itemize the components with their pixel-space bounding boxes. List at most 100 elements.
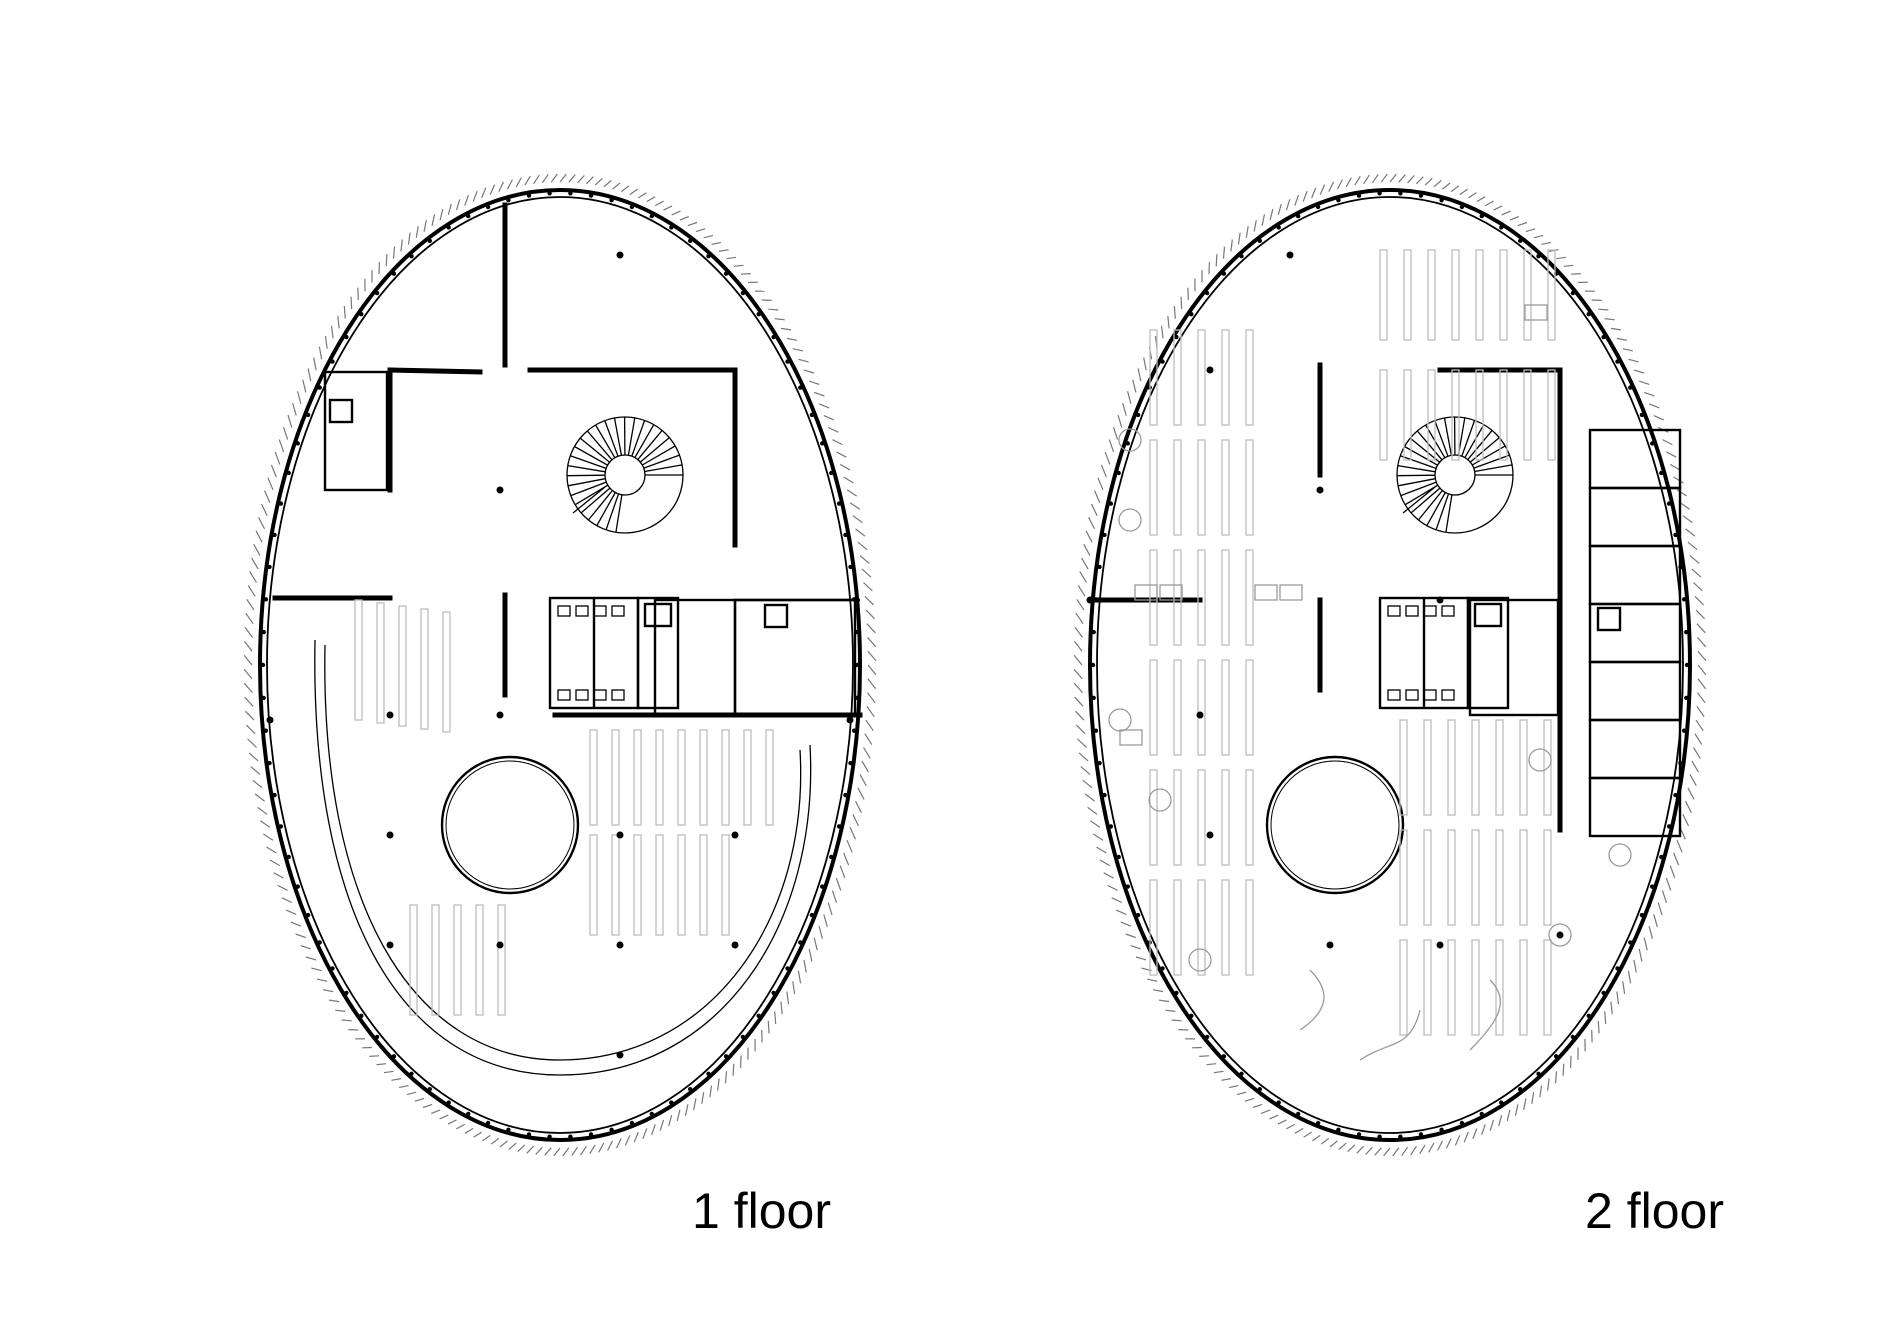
- hatch-mark: [1648, 925, 1653, 939]
- fixture: [1405, 689, 1419, 701]
- fixture: [1441, 689, 1455, 701]
- hatch-mark: [300, 945, 311, 950]
- hatch-mark: [1428, 1142, 1435, 1153]
- hatch-mark: [1237, 232, 1241, 245]
- hatch-mark: [1074, 696, 1084, 707]
- floor-1-label: 1 floor: [692, 1183, 831, 1239]
- mullion: [1102, 532, 1107, 538]
- hatch-mark: [270, 464, 277, 478]
- bookshelf: [1221, 329, 1230, 426]
- hatch-mark: [862, 747, 871, 759]
- hatch-mark: [1463, 1131, 1469, 1143]
- hatch-mark: [1442, 182, 1451, 190]
- hatch-mark: [1689, 555, 1700, 564]
- mullion: [756, 1013, 761, 1018]
- bookshelf: [1197, 659, 1206, 756]
- bookshelf: [497, 904, 506, 1016]
- bookshelf: [655, 834, 664, 936]
- structural-columns: [266, 251, 854, 1059]
- column: [386, 831, 394, 839]
- hatch-mark: [1338, 1142, 1347, 1150]
- hatch-mark: [1365, 1146, 1373, 1155]
- hatch-mark: [1094, 490, 1101, 503]
- hatch-mark: [259, 820, 271, 828]
- mullion: [723, 1054, 729, 1059]
- hatch-mark: [1294, 194, 1299, 206]
- mullion: [1659, 470, 1664, 476]
- bookshelf: [420, 608, 429, 730]
- column: [616, 251, 624, 259]
- hatch-mark: [1088, 517, 1096, 530]
- mullion: [771, 990, 776, 996]
- hatch-mark: [620, 185, 630, 193]
- hatch-mark: [861, 760, 869, 773]
- office: [1588, 486, 1682, 548]
- hatch-mark: [732, 1063, 735, 1076]
- inner-wall: [1096, 196, 1684, 1134]
- hatch-mark: [1078, 752, 1089, 762]
- hatch-mark: [383, 1070, 394, 1074]
- hatch-mark: [490, 1137, 500, 1145]
- mullion: [295, 441, 300, 446]
- column: [846, 716, 854, 724]
- bookshelf: [1197, 549, 1206, 646]
- hatch-mark: [250, 766, 261, 775]
- hatch-mark: [1604, 318, 1615, 321]
- mullion: [391, 271, 397, 276]
- hatch-mark: [668, 1114, 673, 1127]
- mullion: [305, 912, 311, 918]
- hatch-mark: [1679, 502, 1691, 510]
- mullion: [1125, 441, 1131, 446]
- bookshelf: [1447, 829, 1456, 926]
- hatch-mark: [1554, 1071, 1558, 1084]
- hatch-mark: [415, 226, 419, 238]
- lift: [763, 603, 789, 629]
- hatch-mark: [285, 909, 297, 915]
- mullion: [263, 597, 269, 602]
- table: [1188, 948, 1212, 972]
- floor-2-label: 2 floor: [1585, 1183, 1724, 1239]
- hatch-mark: [624, 1135, 631, 1146]
- stair-landing: [572, 486, 606, 514]
- bookshelf: [1547, 249, 1556, 341]
- bookshelf: [1423, 939, 1432, 1036]
- bookshelf: [1379, 369, 1388, 461]
- mullion: [798, 385, 803, 390]
- mullion: [848, 564, 853, 570]
- column: [1556, 931, 1564, 939]
- hatch-mark: [1115, 909, 1127, 915]
- bookshelf: [1399, 939, 1408, 1036]
- mullion: [1518, 238, 1523, 243]
- hatch-mark: [808, 948, 813, 962]
- hatch-mark: [792, 981, 796, 994]
- hatch-mark: [1158, 999, 1170, 1003]
- hatch-mark: [1329, 1140, 1338, 1148]
- hatch-mark: [1371, 173, 1379, 184]
- hatch-mark: [1244, 1097, 1255, 1102]
- hatch-mark: [244, 696, 254, 707]
- bookshelf: [1451, 369, 1460, 461]
- mullion: [568, 1134, 573, 1139]
- hatch-mark: [1556, 256, 1567, 260]
- mullion: [771, 334, 776, 340]
- mullion: [506, 1127, 511, 1133]
- hatch-mark: [316, 978, 328, 982]
- hatch-mark: [852, 515, 863, 524]
- hatch-mark: [867, 692, 876, 704]
- hatch-mark: [1206, 1063, 1217, 1066]
- hatch-mark: [254, 793, 265, 802]
- bookshelf: [589, 834, 598, 936]
- hatch-mark: [350, 296, 353, 310]
- mullion: [1518, 1087, 1523, 1092]
- mullion: [1356, 1132, 1362, 1137]
- mullion: [261, 695, 266, 701]
- hatch-mark: [1107, 884, 1118, 891]
- mullion: [1257, 1087, 1263, 1092]
- mullion: [1601, 990, 1606, 996]
- bookshelf: [1173, 329, 1182, 426]
- hatch-mark: [684, 1104, 689, 1116]
- mullion: [756, 312, 761, 317]
- stair-tread: [570, 481, 607, 497]
- hatch-mark: [1517, 221, 1528, 227]
- hatch-mark: [1146, 978, 1158, 982]
